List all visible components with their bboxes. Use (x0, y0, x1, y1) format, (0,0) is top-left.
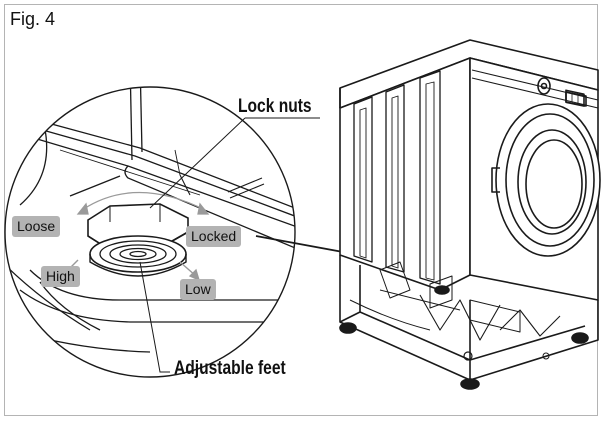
detail-circle (4, 86, 296, 378)
lock-nuts-label: Lock nuts (238, 96, 312, 117)
figure-label: Fig. 4 (10, 9, 56, 29)
adjustable-feet-label: Adjustable feet (174, 358, 286, 379)
high-tag: High (41, 266, 80, 287)
locked-tag: Locked (186, 226, 242, 247)
low-tag: Low (180, 279, 216, 300)
washing-machine (339, 39, 601, 390)
loose-tag: Loose (12, 216, 61, 237)
